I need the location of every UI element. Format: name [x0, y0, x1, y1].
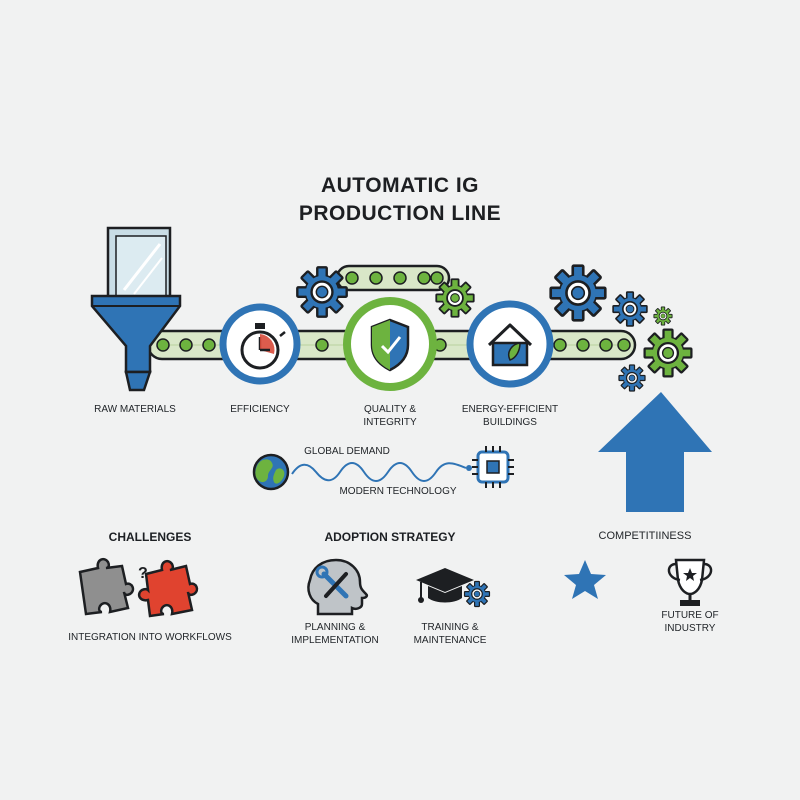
competitiveness-heading: COMPETITIINESS: [598, 530, 692, 542]
funnel-icon: [90, 226, 182, 392]
energy-label: ENERGY-EFFICIENT BUILDINGS: [440, 404, 580, 429]
future-label: FUTURE OF INDUSTRY: [640, 610, 740, 635]
puzzle-icon: ?: [78, 557, 199, 618]
future-label-line-2: INDUSTRY: [664, 622, 716, 634]
training-label: TRAINING & MAINTENANCE: [390, 622, 510, 647]
gear-icon: [295, 265, 349, 319]
quality-label: QUALITY & INTEGRITY: [330, 404, 450, 429]
page-title: AUTOMATIC IG PRODUCTION LINE: [200, 172, 600, 229]
stopwatch-icon: [240, 323, 286, 370]
gear-icon: [612, 291, 648, 327]
title-line-1: AUTOMATIC IG: [320, 174, 480, 197]
quality-circle: [343, 297, 437, 391]
title-line-2: PRODUCTION LINE: [298, 202, 502, 226]
global-demand-label: GLOBAL DEMAND: [304, 446, 390, 457]
gear-icon: [435, 278, 475, 318]
gear-icon: [653, 306, 673, 326]
head-wrench-icon: [307, 558, 369, 616]
quality-label-line-1: QUALITY &: [363, 404, 417, 415]
chip-icon: [472, 446, 514, 488]
upper-conveyor: [335, 264, 451, 292]
modern-technology-label: MODERN TECHNOLOGY: [339, 486, 457, 497]
gear-icon: [549, 264, 607, 322]
adoption-strategy-heading: ADOPTION STRATEGY: [324, 530, 456, 544]
star-icon: [564, 560, 606, 599]
efficiency-label: EFFICIENCY: [230, 404, 290, 415]
energy-circle: [466, 300, 554, 388]
graduation-cap-icon: [416, 568, 474, 603]
planning-label: PLANNING & IMPLEMENTATION: [270, 622, 400, 647]
training-label-line-1: TRAINING &: [421, 622, 479, 633]
gear-icon: [643, 328, 693, 378]
wave-line: [291, 462, 467, 482]
future-label-line-1: FUTURE OF: [661, 610, 719, 621]
energy-label-line-2: BUILDINGS: [483, 416, 537, 428]
planning-label-line-2: IMPLEMENTATION: [291, 634, 379, 646]
globe-icon: [252, 453, 290, 491]
training-label-line-2: MAINTENANCE: [413, 634, 487, 646]
raw-materials-label: RAW MATERIALS: [94, 404, 176, 415]
trophy-icon: [667, 558, 713, 606]
quality-label-line-2: INTEGRITY: [363, 416, 417, 428]
planning-label-line-1: PLANNING &: [304, 622, 366, 633]
svg-text:?: ?: [138, 565, 148, 582]
gear-icon: [463, 580, 491, 608]
gear-icon: [618, 364, 646, 392]
challenges-heading: CHALLENGES: [108, 530, 192, 544]
up-arrow-icon: [598, 392, 712, 512]
house-icon: [487, 323, 533, 367]
efficiency-circle: [219, 303, 301, 385]
integration-label: INTEGRATION INTO WORKFLOWS: [68, 632, 232, 643]
energy-label-line-1: ENERGY-EFFICIENT: [461, 404, 559, 415]
